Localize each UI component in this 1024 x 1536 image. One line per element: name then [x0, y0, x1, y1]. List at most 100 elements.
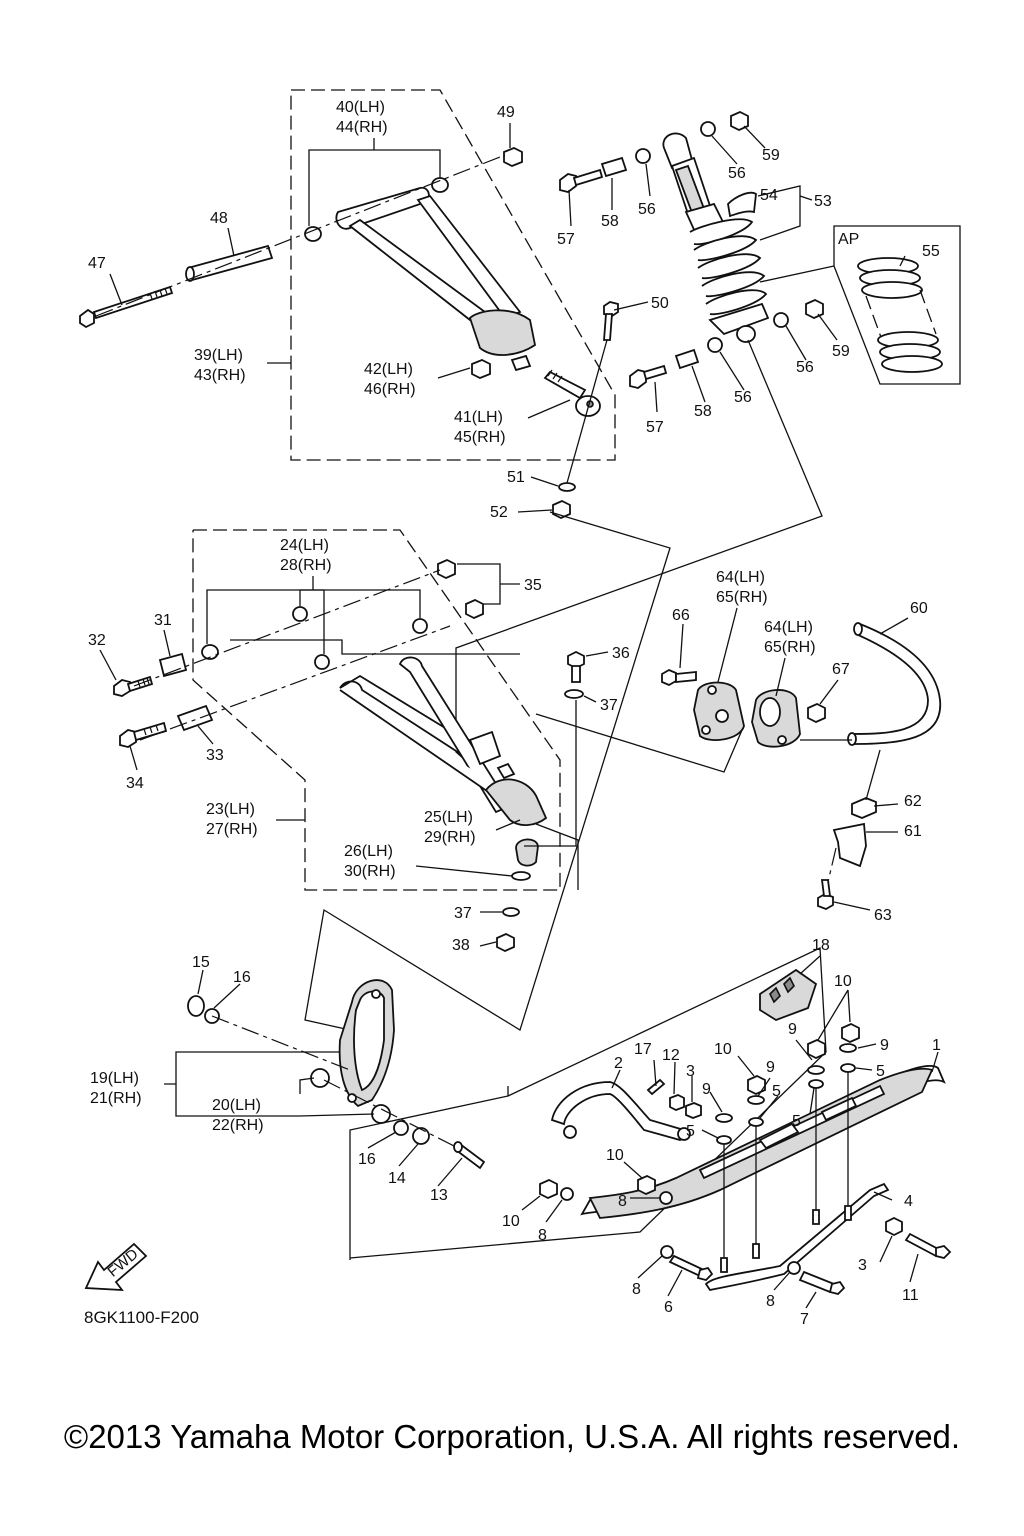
bushing-56-upper-l	[635, 148, 651, 164]
callout-25: 25(LH)	[424, 809, 473, 826]
washer-5-d	[716, 1135, 732, 1145]
washer-8-c	[660, 1245, 674, 1259]
bolt-66	[661, 668, 697, 687]
callout-60: 60	[910, 600, 928, 617]
nut-59-lower	[805, 299, 824, 319]
callout-8-d: 8	[766, 1293, 775, 1310]
callout-16-upper: 16	[233, 969, 251, 986]
callout-35: 35	[524, 577, 542, 594]
bolt-34	[119, 721, 168, 748]
bushing-22	[371, 1104, 391, 1124]
callout-43: 43(RH)	[194, 367, 246, 384]
callout-66: 66	[672, 607, 690, 624]
bolt-63	[817, 879, 834, 910]
callout-38: 38	[452, 937, 470, 954]
callout-36: 36	[612, 645, 630, 662]
callout-34: 34	[126, 775, 144, 792]
callout-5-b: 5	[772, 1083, 781, 1100]
bolt-57-upper	[559, 168, 604, 193]
collar-58-upper	[600, 156, 628, 178]
callout-22: 22(RH)	[212, 1117, 264, 1134]
nut-59-upper	[730, 111, 749, 131]
bolt-36	[567, 650, 585, 683]
callout-31: 31	[154, 612, 172, 629]
callout-37-lower: 37	[454, 905, 472, 922]
collar-15	[187, 995, 205, 1017]
callout-labels: 40(LH) 44(RH) 49 48 47 39(LH) 43(RH) 42(…	[88, 99, 941, 1328]
bolt-47	[79, 285, 174, 329]
callout-63: 63	[874, 907, 892, 924]
callout-56-lower-l: 56	[734, 389, 752, 406]
callout-29: 29(RH)	[424, 829, 476, 846]
callout-9-a: 9	[788, 1021, 797, 1038]
callout-44: 44(RH)	[336, 119, 388, 136]
callout-10-c: 10	[606, 1147, 624, 1164]
callout-39: 39(LH)	[194, 347, 243, 364]
callout-9-b: 9	[880, 1037, 889, 1054]
callout-33: 33	[206, 747, 224, 764]
nut-35-a	[437, 559, 456, 579]
callout-57-upper: 57	[557, 231, 575, 248]
shock-body-53	[662, 132, 770, 343]
callout-8-b: 8	[538, 1227, 547, 1244]
collar-33	[176, 704, 214, 732]
washer-8-b	[659, 1191, 673, 1205]
washer-8-a	[560, 1187, 574, 1201]
nut-67	[807, 703, 826, 723]
callout-65-a: 65(RH)	[716, 589, 768, 606]
callout-23: 23(LH)	[206, 801, 255, 818]
nut-42	[471, 359, 491, 379]
callout-40: 40(LH)	[336, 99, 385, 116]
washer-9-c	[747, 1095, 765, 1105]
callout-50: 50	[651, 295, 669, 312]
nut-10-a	[841, 1023, 860, 1043]
lower-a-arm-23	[339, 656, 548, 826]
washer-51	[558, 482, 576, 492]
bolt-6	[668, 1254, 714, 1281]
callout-13: 13	[430, 1187, 448, 1204]
callout-10-b: 10	[714, 1041, 732, 1058]
bushing-24-b	[292, 606, 308, 622]
callout-32: 32	[88, 632, 106, 649]
bracket-61	[832, 822, 867, 868]
callout-45: 45(RH)	[454, 429, 506, 446]
callout-54: 54	[760, 187, 778, 204]
callout-57-lower: 57	[646, 419, 664, 436]
fwd-arrow: FWD	[84, 1242, 148, 1292]
callout-56-lower-r: 56	[796, 359, 814, 376]
nut-38	[496, 933, 515, 952]
callout-5-c: 5	[792, 1113, 801, 1130]
washer-9-d	[715, 1113, 733, 1123]
callout-18: 18	[812, 937, 830, 954]
callout-47: 47	[88, 255, 106, 272]
nut-3-upper	[685, 1102, 702, 1119]
nut-10-d	[637, 1175, 656, 1195]
callout-28: 28(RH)	[280, 557, 332, 574]
copyright-notice: ©2013 Yamaha Motor Corporation, U.S.A. A…	[63, 1418, 961, 1455]
shock-absorber-group	[455, 111, 961, 777]
callout-65-b: 65(RH)	[764, 639, 816, 656]
washer-5-b	[808, 1079, 824, 1089]
nut-3-lower	[885, 1216, 903, 1237]
callout-59-upper: 59	[762, 147, 780, 164]
callout-8-a: 8	[618, 1193, 627, 1210]
ski-group	[349, 946, 952, 1309]
clip-54	[727, 191, 757, 218]
callout-8-c: 8	[632, 1281, 641, 1298]
callout-3-upper: 3	[686, 1063, 695, 1080]
lower-arm-group	[99, 511, 671, 1031]
bushing-24-d	[412, 618, 428, 634]
handle-2	[550, 1081, 691, 1142]
washer-26	[511, 871, 531, 881]
wear-pad-18	[759, 968, 818, 1021]
callout-14: 14	[388, 1170, 406, 1187]
callout-58-upper: 58	[601, 213, 619, 230]
callout-20: 20(LH)	[212, 1097, 261, 1114]
collar-58-lower	[674, 348, 700, 370]
washer-37-lower	[502, 907, 520, 917]
callout-67: 67	[832, 661, 850, 678]
callout-64-b: 64(LH)	[764, 619, 813, 636]
callout-10-a: 10	[834, 973, 852, 990]
holder-65	[751, 689, 801, 748]
stabilizer-group	[535, 607, 941, 911]
